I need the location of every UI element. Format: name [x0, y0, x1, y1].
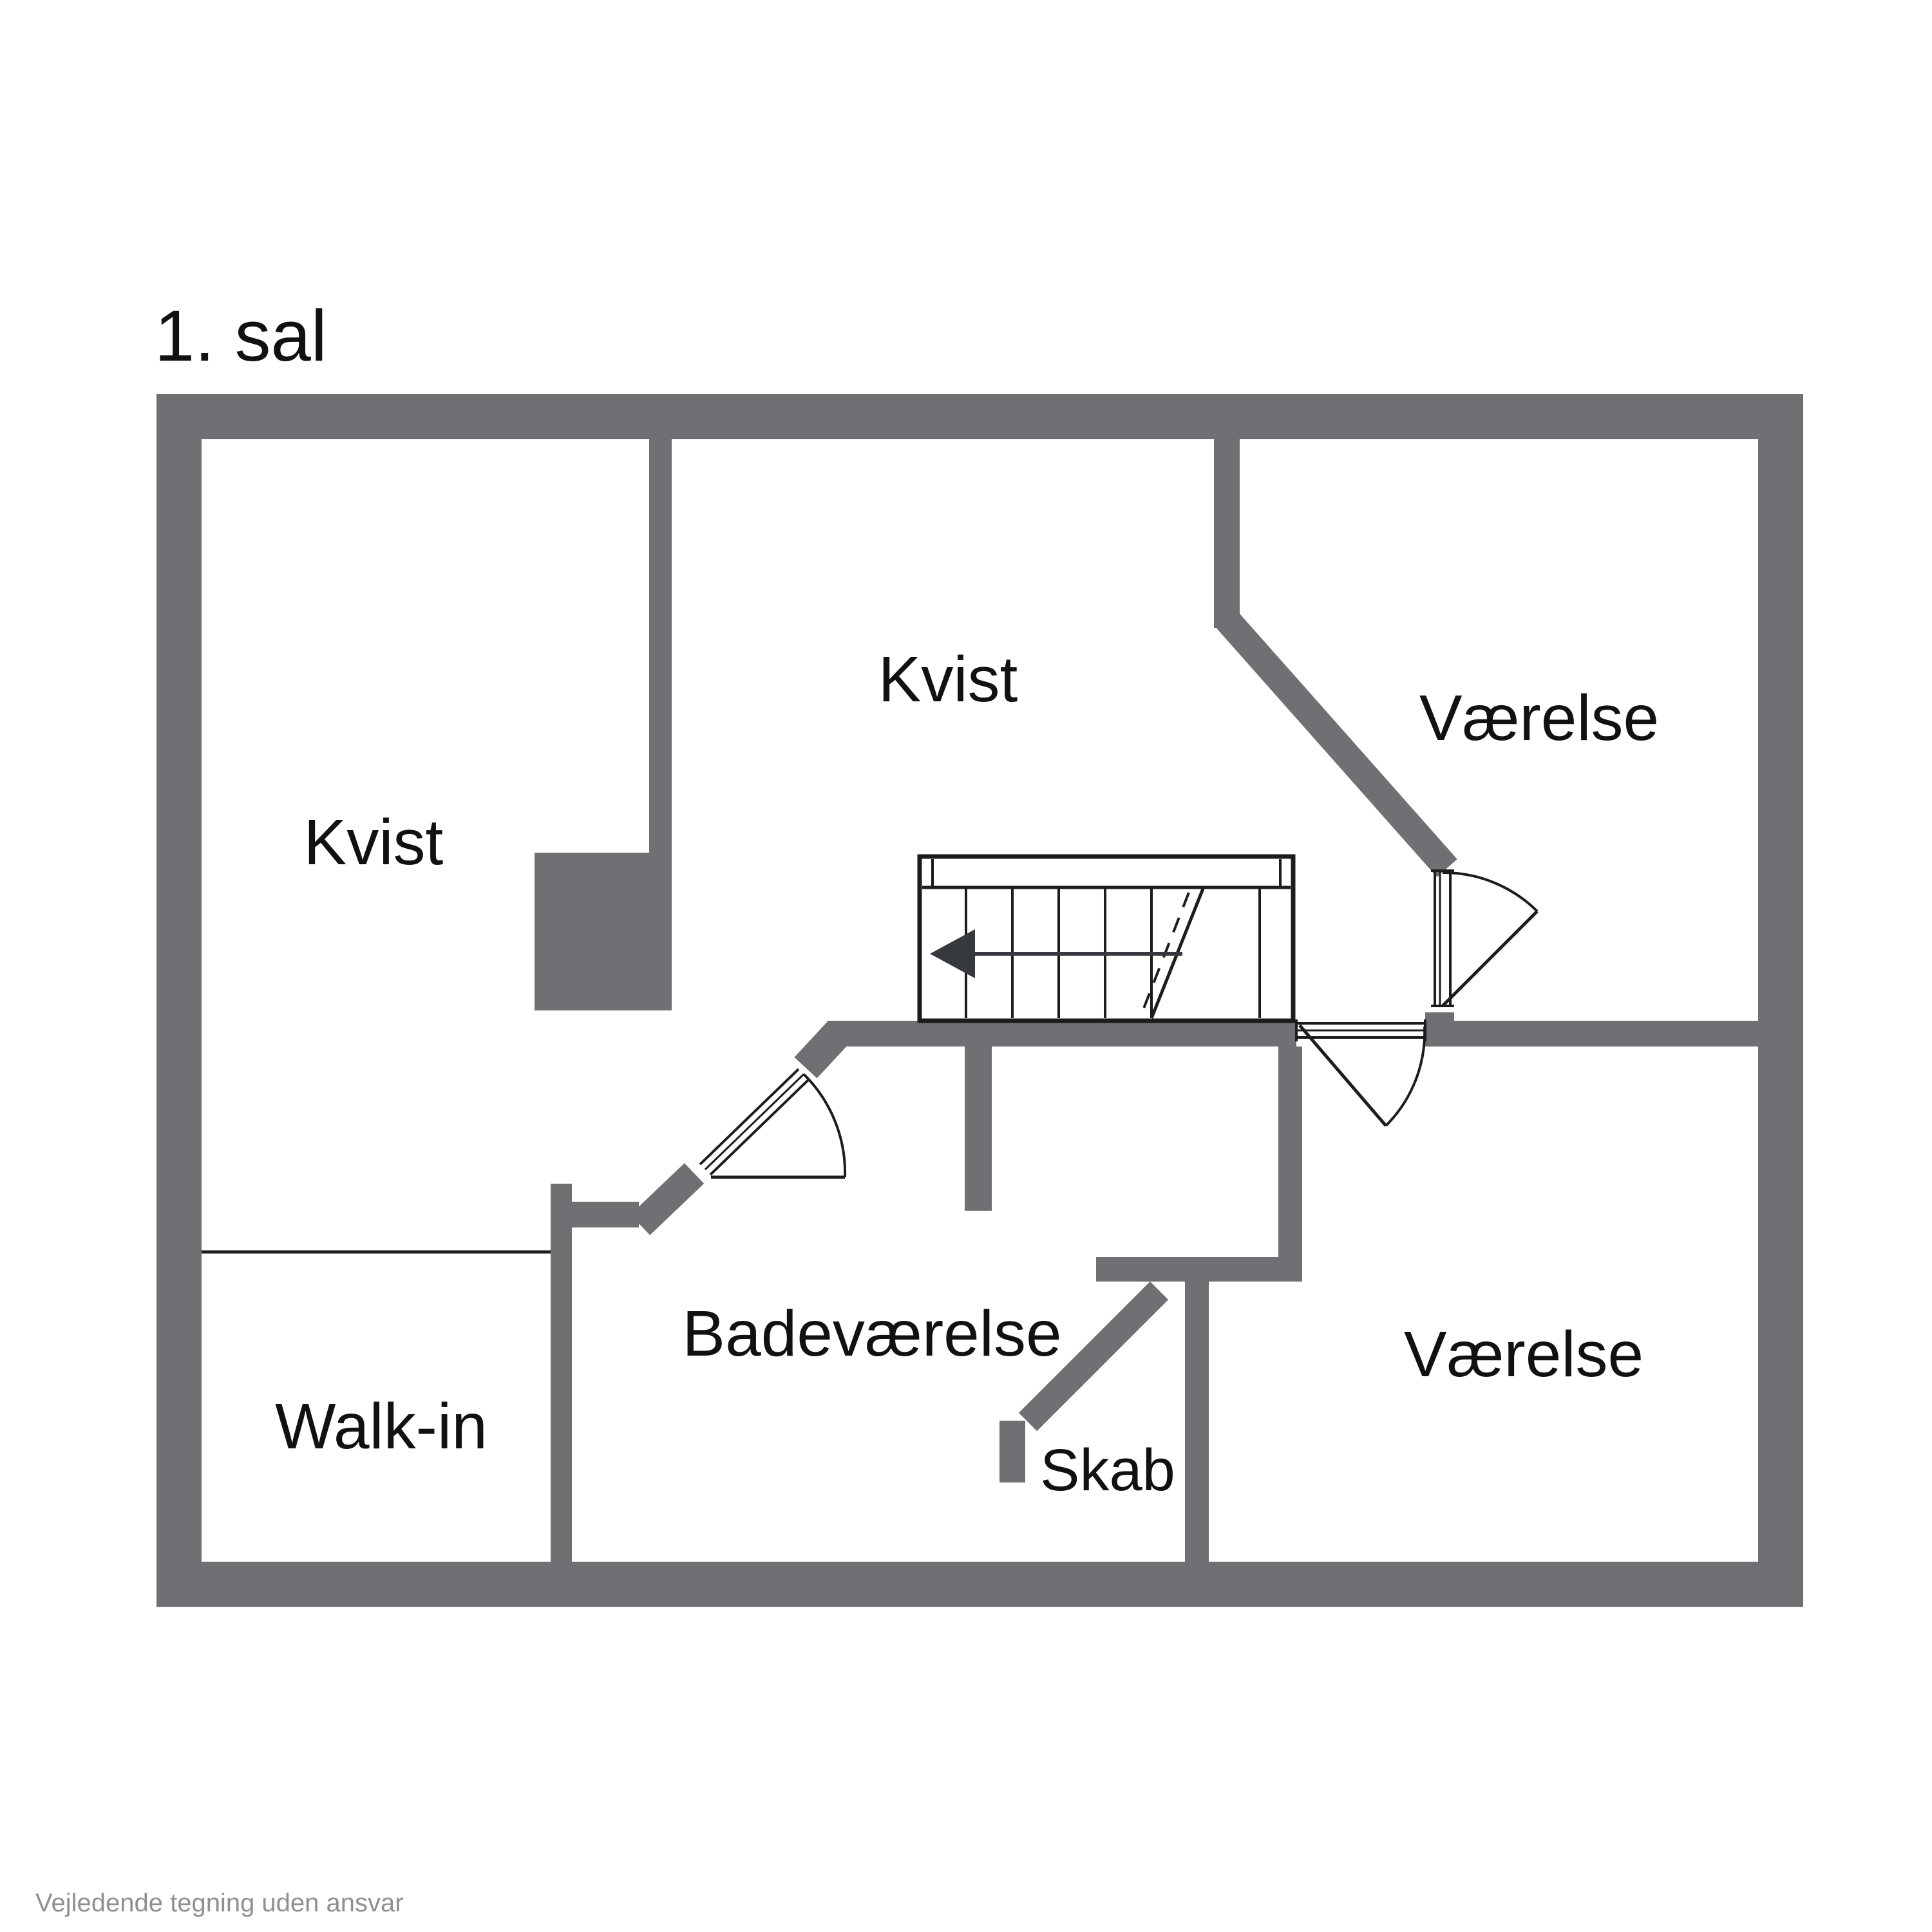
room-label-kvist-middle: Kvist [878, 643, 1018, 715]
corridor-wall-diagonal-end [794, 1021, 851, 1079]
outer-wall-right [1758, 439, 1803, 1562]
corridor-wall-left-segment [828, 1021, 1296, 1046]
door-swing-arc [1385, 1026, 1426, 1127]
skab-diagonal-wall [1018, 1281, 1169, 1432]
hall-stub-wall [965, 1046, 992, 1211]
walkin-right-wall [551, 1184, 572, 1562]
staircase [917, 854, 1296, 1023]
door-badevaerelse [699, 1068, 847, 1179]
room-labels: Kvist Kvist Værelse Badeværelse Walk-in … [275, 643, 1659, 1503]
door-leaf [1298, 1024, 1387, 1127]
room-label-badevaerelse: Badeværelse [682, 1298, 1061, 1370]
chimney-block [535, 853, 672, 1010]
door-swing-arc [1442, 871, 1539, 913]
outer-wall-bottom [156, 1562, 1803, 1607]
door-vaerelse-top [1431, 869, 1539, 1007]
corridor-wall-right-segment [1454, 1021, 1758, 1046]
door-threshold-line [709, 1078, 810, 1176]
door-swing-arc [802, 1073, 847, 1178]
door-vaerelse-bottom [1295, 1019, 1426, 1127]
walkin-corner-stub-wall [572, 1202, 639, 1227]
outer-wall-top [156, 394, 1803, 439]
stair-direction-arrow-icon [930, 929, 975, 978]
dormer-wall-vertical [1214, 439, 1240, 628]
badevaerelse-door-jamb-wall [630, 1163, 705, 1235]
room-label-vaerelse-top-right: Værelse [1419, 682, 1659, 754]
doors [699, 869, 1539, 1179]
skab-stub-wall [999, 1421, 1025, 1482]
kvist-divider-wall [649, 439, 672, 853]
door-threshold-line [704, 1073, 805, 1171]
room-label-skab: Skab [1040, 1437, 1175, 1503]
disclaimer-text: Vejledende tegning uden ansvar [35, 1889, 404, 1917]
skab-top-wall [1096, 1257, 1302, 1282]
room-label-kvist-left: Kvist [304, 806, 444, 878]
walls [156, 394, 1803, 1607]
room-label-vaerelse-bottom-right: Værelse [1404, 1318, 1643, 1390]
dormer-wall-diagonal [1217, 611, 1457, 877]
door-threshold-line [699, 1068, 800, 1166]
outer-wall-left [156, 439, 202, 1562]
door-leaf [1441, 910, 1539, 1007]
room-label-walk-in: Walk-in [275, 1390, 488, 1463]
hall-right-wall [1278, 1046, 1302, 1257]
page-title: 1. sal [155, 296, 327, 376]
skab-right-wall [1185, 1282, 1209, 1562]
corridor-door-jamb [1425, 1012, 1454, 1046]
